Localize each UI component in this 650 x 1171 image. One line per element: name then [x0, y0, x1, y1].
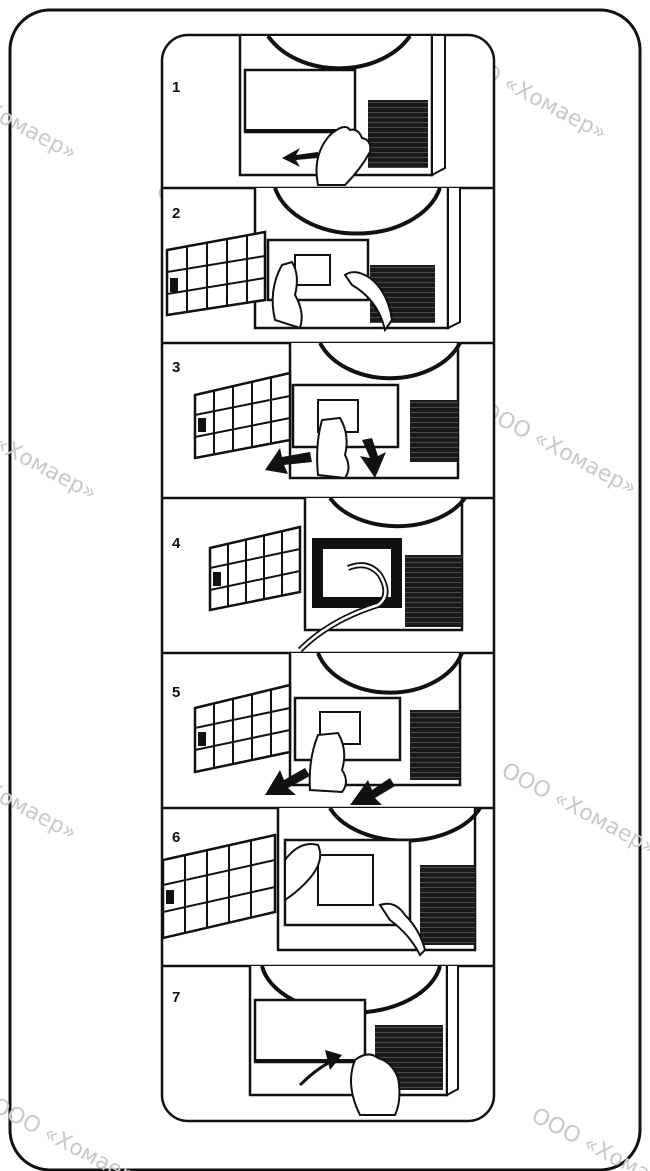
watermark-3: ООО «Хомаер» — [497, 758, 650, 861]
watermark-2: ООО «Хомаер» — [477, 398, 641, 501]
step-5-number: 5 — [172, 684, 180, 701]
step-3-number: 3 — [172, 359, 180, 376]
step-6-number: 6 — [172, 829, 180, 846]
watermark-8: ООО «Хомаер» — [0, 743, 81, 846]
step-2-number: 2 — [172, 205, 180, 222]
step-1-panel — [240, 36, 445, 185]
watermark-7: ООО «Хомаер» — [0, 403, 101, 506]
watermark-10: ООО «Хомаер» — [527, 1103, 650, 1171]
step-7-panel — [250, 966, 458, 1115]
watermark-9: ООО «Хомаер» — [0, 63, 81, 166]
step-7-number: 7 — [172, 989, 180, 1006]
step-4-number: 4 — [172, 535, 181, 552]
step-1-number: 1 — [172, 79, 180, 96]
